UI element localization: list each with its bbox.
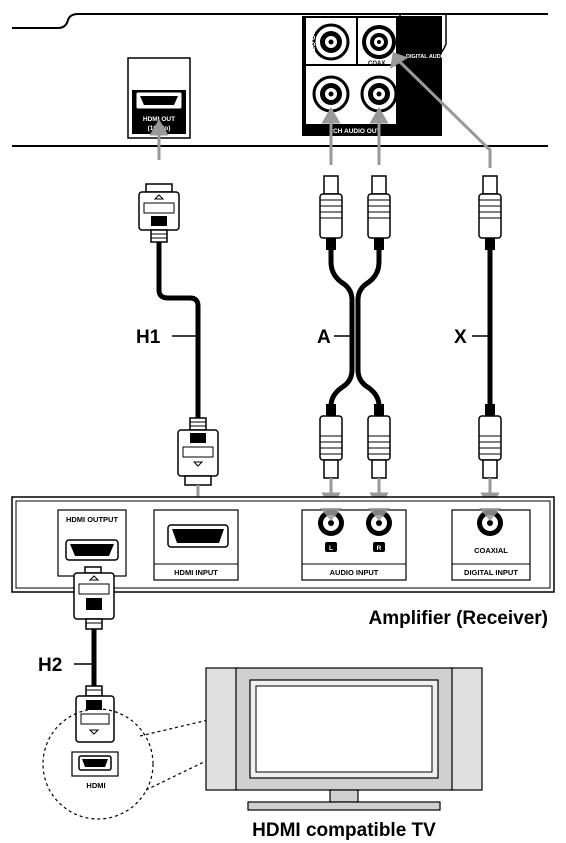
audio-input-left-jack <box>318 510 344 536</box>
amp-digital-input-label: DIGITAL INPUT <box>464 568 518 577</box>
player-input-arrows <box>149 51 492 168</box>
amplifier-title: Amplifier (Receiver) <box>368 608 548 629</box>
audio-out-left-jack <box>312 75 350 113</box>
digital-audio-out-label: DIGITAL AUDIO OUT <box>406 54 460 60</box>
coaxial-input-jack <box>477 510 503 536</box>
tv-title: HDMI compatible TV <box>252 820 436 841</box>
cable-a-label: A <box>317 327 331 348</box>
amp-hdmi-output-label: HDMI OUTPUT <box>66 515 118 524</box>
amp-hdmi-input-port: HDMI INPUT <box>153 509 239 581</box>
cable-x-label: X <box>454 327 467 348</box>
amp-audio-input-port: L R AUDIO INPUT <box>301 509 407 581</box>
coax-label: COAX <box>368 61 385 67</box>
cable-h2-label: H2 <box>38 655 62 676</box>
cable-h1-label: H1 <box>136 327 161 348</box>
audio-right-label: R <box>377 545 382 552</box>
tv-illustration <box>205 667 483 811</box>
audio-input-right-jack <box>366 510 392 536</box>
amplifier-panel: HDMI OUTPUT HDMI INPUT <box>11 496 555 593</box>
ch2-audio-out-label: 2CH AUDIO OUT <box>329 128 380 135</box>
player-hdmi-out-port: HDMI OUT (1080p) <box>127 57 191 139</box>
tv-hdmi-port-callout: HDMI <box>42 708 209 820</box>
cable-x: X <box>454 175 502 509</box>
cable-h1: H1 <box>136 183 219 526</box>
cable-a: A <box>317 175 391 509</box>
audio-out-right-jack <box>360 75 398 113</box>
amp-hdmi-output-port: HDMI OUTPUT <box>57 509 127 577</box>
coax-out-jack <box>362 25 396 59</box>
video-out-label: VIDEO OUT <box>310 26 317 62</box>
coaxial-label: COAXIAL <box>474 546 508 555</box>
video-out-jack <box>312 23 350 61</box>
cable-h2: H2 <box>38 566 115 743</box>
amp-digital-input-port: COAXIAL DIGITAL INPUT <box>451 509 531 581</box>
audio-left-label: L <box>329 545 333 552</box>
amp-audio-input-label: AUDIO INPUT <box>330 568 379 577</box>
tv-hdmi-label: HDMI <box>86 781 105 790</box>
amp-hdmi-input-label: HDMI INPUT <box>174 568 218 577</box>
